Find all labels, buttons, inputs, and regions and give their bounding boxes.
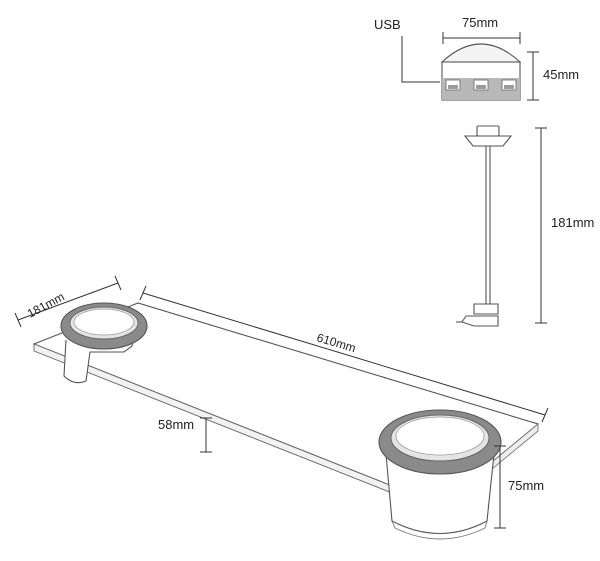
hub-height-label: 45mm <box>543 67 579 82</box>
hub-width-label: 75mm <box>462 15 498 30</box>
right-holder-base <box>391 520 488 540</box>
shelf-length-tick <box>139 285 147 301</box>
shelf-depth-tick <box>114 275 122 291</box>
usb-hub <box>440 43 522 101</box>
usb-port-contact <box>504 85 514 89</box>
usb-port-contact <box>476 85 486 89</box>
left-cup-holder <box>60 302 148 384</box>
cable-top-connector <box>476 125 500 137</box>
usb-port-contact <box>448 85 458 89</box>
usb-callout-line <box>401 36 440 83</box>
usb-label: USB <box>374 17 401 32</box>
left-holder-inner <box>73 308 135 336</box>
cable-connector-housing <box>463 135 513 147</box>
right-holder-body <box>385 453 495 534</box>
right-cup-holder <box>378 409 502 540</box>
holder-height-label: 75mm <box>508 478 544 493</box>
bracket-height-label: 58mm <box>158 417 194 432</box>
shelf-depth-dimension-line <box>17 282 119 321</box>
cable-plug <box>461 315 499 327</box>
right-holder-inner <box>395 416 485 456</box>
shelf-depth-tick <box>14 312 22 328</box>
usb-hub-dome <box>440 43 522 63</box>
shelf-length-tick <box>541 407 549 423</box>
shelf-length-dimension-line <box>142 292 546 416</box>
shelf-depth-label: 181mm <box>25 290 67 321</box>
cable-length-label: 181mm <box>551 215 594 230</box>
cable-bottom-connector <box>473 303 499 315</box>
usb-cable <box>456 125 513 327</box>
